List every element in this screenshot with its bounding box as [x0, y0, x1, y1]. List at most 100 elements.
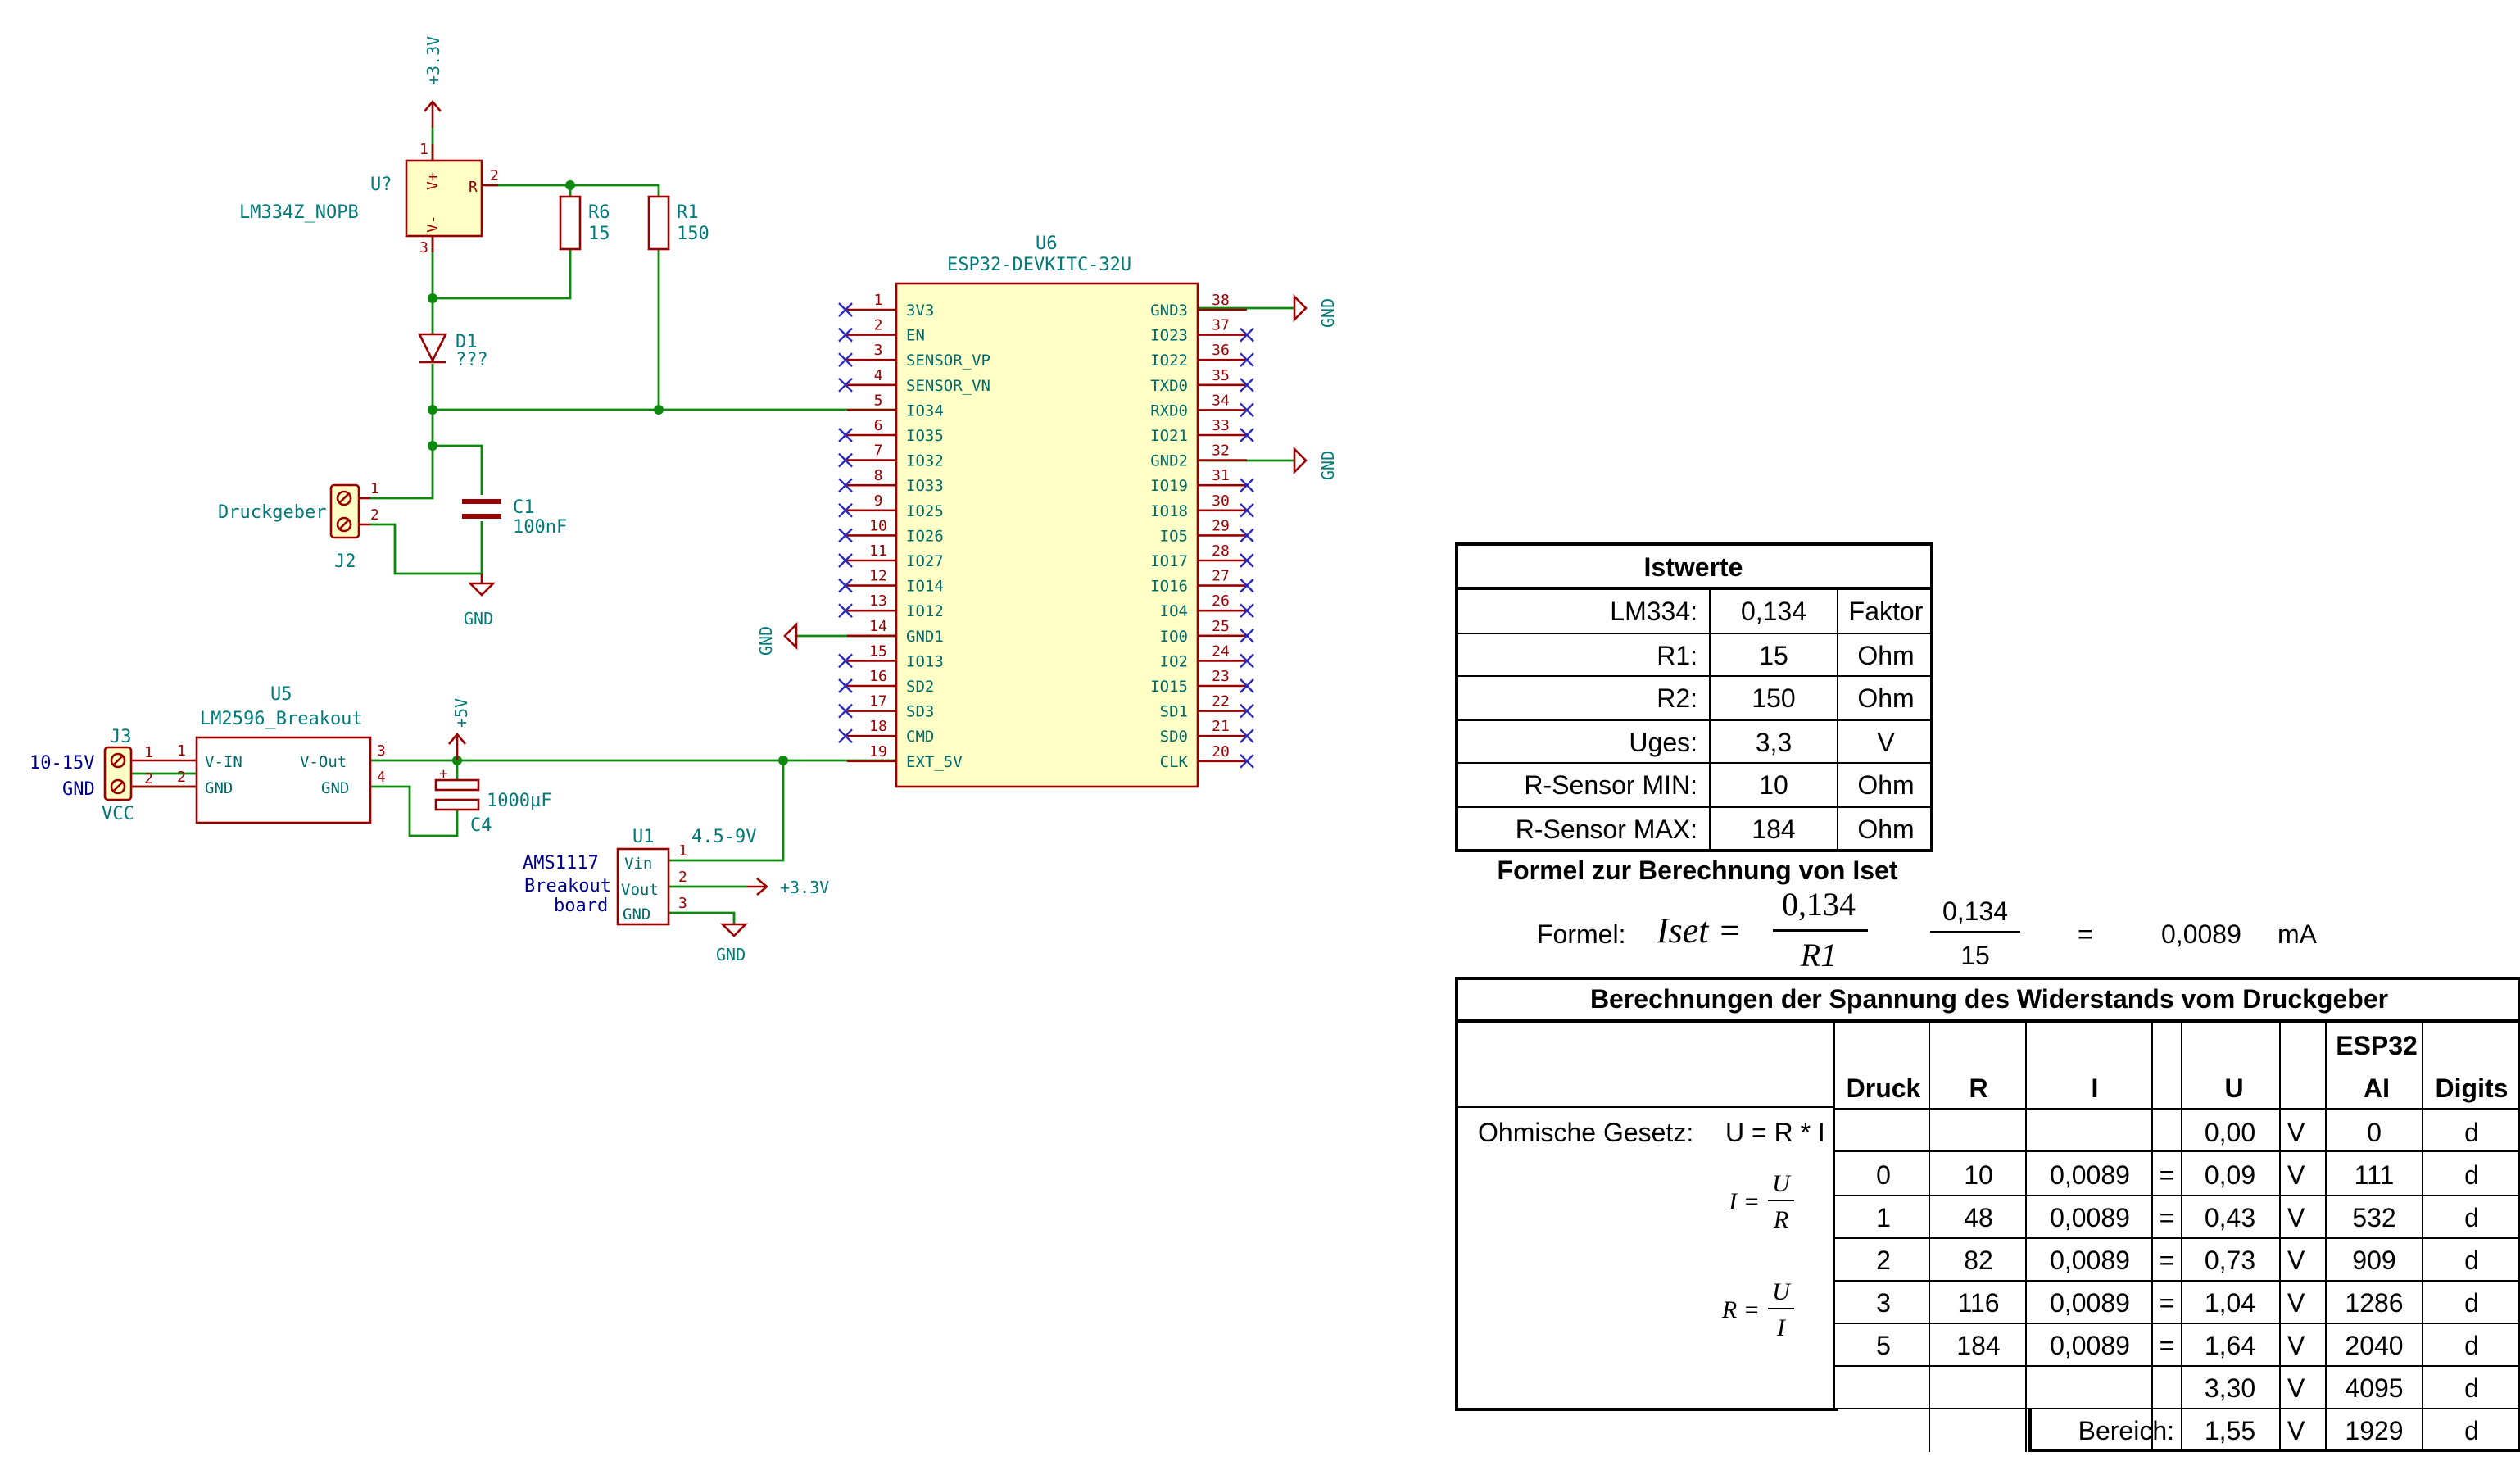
istwerte-label: R2: [1657, 683, 1697, 713]
esp32-pin-number: 8 [874, 467, 883, 484]
formula-result: 0,0089 [2161, 919, 2241, 949]
istwerte-unit: Ohm [1857, 815, 1915, 844]
formula-prefix: Formel: [1537, 919, 1626, 949]
no-connect-mark [838, 377, 853, 393]
lm2596-breakout: 1 2 3 4 V-IN GND V-Out GND U5 LM2596_Bre… [131, 684, 386, 824]
esp32-pin-number: 1 [874, 292, 883, 309]
esp32-pin-number: 5 [874, 392, 883, 409]
grid-line [1833, 1365, 2520, 1367]
svg-text:AMS1117: AMS1117 [523, 853, 599, 874]
row-ai: 909 [2352, 1246, 2396, 1275]
svg-text:3: 3 [678, 895, 687, 912]
esp32-pin-name: IO32 [906, 452, 944, 470]
esp32-pin-name: IO33 [906, 477, 944, 495]
no-connect-mark [838, 703, 853, 719]
row-i: 0,0089 [2050, 1203, 2130, 1232]
esp32-pin-name: IO2 [1160, 652, 1188, 670]
row-r: 82 [1964, 1246, 1993, 1275]
bereich-label: Bereich: [2078, 1416, 2174, 1446]
esp32-pin-number: 22 [1212, 693, 1230, 710]
grid-line [1833, 1023, 1835, 1409]
esp32-pin-number: 16 [869, 668, 887, 685]
svg-text:2: 2 [490, 167, 499, 184]
svg-text:Vout: Vout [621, 881, 659, 899]
formula-den-value: 15 [1960, 941, 1990, 970]
svg-text:3: 3 [419, 239, 428, 256]
row-equals: = [2159, 1203, 2175, 1232]
istwerte-value: 3,3 [1755, 728, 1793, 757]
no-connect-mark [838, 553, 853, 568]
esp32-pin-number: 6 [874, 417, 883, 434]
row-max-ai: 4095 [2345, 1373, 2404, 1403]
svg-text:ESP32-DEVKITC-32U: ESP32-DEVKITC-32U [947, 255, 1131, 275]
lm334-regulator: 1 2 3 V+ R V- U? LM334Z_NOPB [239, 141, 499, 256]
svg-text:2: 2 [370, 506, 379, 524]
row-d: d [2464, 1203, 2479, 1232]
esp32-pin-number: 24 [1212, 642, 1230, 660]
svg-text:+: + [439, 765, 448, 783]
resistor-r1: R1 150 [647, 195, 709, 251]
calc-title: Berechnungen der Spannung des Widerstand… [1589, 984, 2389, 1014]
grid-line [1833, 1237, 2520, 1239]
esp32-pin-number: 9 [874, 492, 883, 510]
svg-text:U1: U1 [632, 827, 655, 847]
esp32-pin-name: IO18 [1150, 502, 1188, 520]
esp32-pin-name: IO25 [906, 502, 944, 520]
svg-text:J2: J2 [334, 551, 356, 572]
svg-text:15: 15 [588, 224, 610, 244]
row-zero-ai: 0 [2367, 1118, 2382, 1147]
esp32-pin-number: 25 [1212, 618, 1230, 635]
no-connect-mark [1240, 578, 1254, 593]
row-equals: = [2159, 1331, 2175, 1360]
row-u: 1,04 [2204, 1288, 2256, 1318]
esp32-pin-name: SENSOR_VN [906, 377, 990, 395]
r-formula-den: I [1777, 1314, 1785, 1341]
esp32-pin-number: 10 [869, 517, 887, 534]
esp32-pin-name: SD0 [1160, 728, 1188, 746]
svg-text:???: ??? [456, 350, 488, 370]
esp32-pin-number: 28 [1212, 542, 1230, 560]
i-formula-lhs: I = [1729, 1188, 1760, 1215]
no-connect-mark [1240, 703, 1254, 719]
svg-text:10-15V: 10-15V [29, 753, 94, 774]
no-connect-mark [838, 728, 853, 744]
esp32-pin-number: 36 [1212, 342, 1230, 359]
esp32-pin-name: IO21 [1150, 427, 1188, 445]
row-r: 48 [1964, 1203, 1993, 1232]
row-ai: 2040 [2345, 1331, 2404, 1360]
no-connect-mark [838, 653, 853, 669]
no-connect-mark [838, 352, 853, 368]
svg-text:GND: GND [756, 626, 776, 656]
svg-text:LM2596_Breakout: LM2596_Breakout [200, 709, 363, 729]
row-i: 0,0089 [2050, 1246, 2130, 1275]
svg-text:VCC: VCC [102, 804, 134, 824]
no-connect-mark [838, 452, 853, 468]
esp32-pin-number: 34 [1212, 392, 1230, 409]
esp32-pin-number: 19 [869, 743, 887, 760]
esp32-pin-name: CMD [906, 728, 934, 746]
istwerte-label: R-Sensor MAX: [1515, 815, 1697, 844]
esp32-pin-number: 27 [1212, 568, 1230, 585]
header-druck: Druck [1846, 1073, 1921, 1103]
esp32-pin-number: 37 [1212, 317, 1230, 334]
svg-text:1: 1 [370, 480, 379, 497]
row-equals: = [2159, 1160, 2175, 1190]
row-r: 184 [1956, 1331, 2001, 1360]
svg-text:2: 2 [177, 769, 186, 786]
row-zero-v: V [2287, 1118, 2305, 1147]
row-i: 0,0089 [2050, 1331, 2130, 1360]
formula-denominator: R1 [1800, 937, 1838, 974]
istwerte-unit: Ohm [1857, 770, 1915, 800]
header-i: I [2091, 1073, 2099, 1103]
svg-text:1: 1 [144, 744, 153, 761]
no-connect-mark [838, 528, 853, 543]
row-v: V [2287, 1331, 2305, 1360]
esp32-pin-number: 23 [1212, 668, 1230, 685]
bereich-u: 1,55 [2204, 1416, 2256, 1446]
r-formula-num: U [1772, 1278, 1790, 1305]
esp32-pin-number: 13 [869, 592, 887, 610]
row-v: V [2287, 1160, 2305, 1190]
svg-text:1: 1 [419, 141, 428, 158]
row-v: V [2287, 1246, 2305, 1275]
esp32-pin-name: IO13 [906, 652, 944, 670]
